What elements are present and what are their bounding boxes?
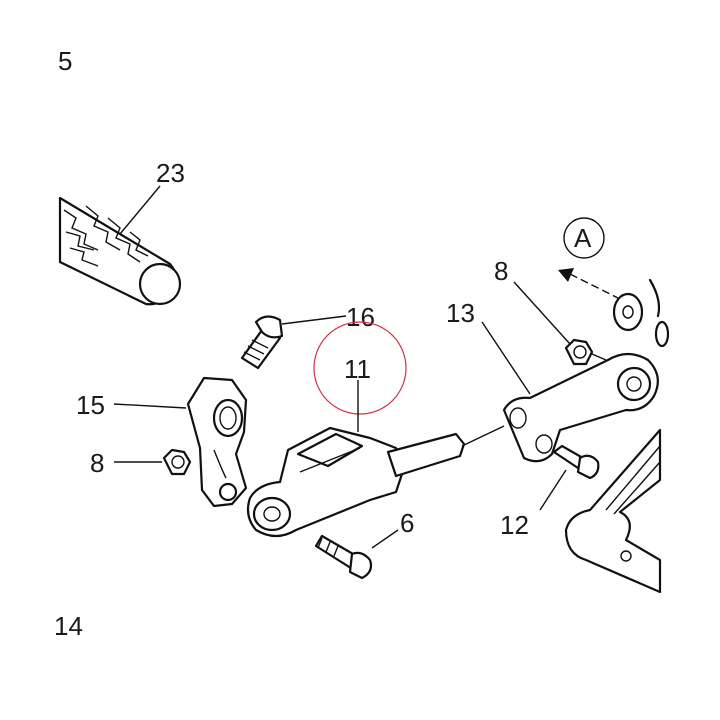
bolt-12	[552, 444, 600, 480]
callout-14: 14	[54, 611, 83, 641]
arrow-head-icon	[558, 268, 574, 282]
brake-lever-15	[186, 376, 248, 508]
highlight-circle	[313, 321, 407, 415]
callout-12: 12	[500, 510, 529, 540]
callout-23: 23	[156, 158, 185, 188]
bolt-6	[314, 534, 373, 580]
master-cylinder-11	[246, 426, 466, 538]
washer-right	[612, 278, 670, 348]
callout-a: A	[574, 223, 592, 253]
callout-a-circle	[563, 217, 605, 259]
footpeg-rubber	[58, 196, 182, 306]
nut-8-left	[162, 448, 192, 476]
linkage-arm-13	[502, 352, 659, 463]
callout-15: 15	[76, 390, 105, 420]
callout-6: 6	[400, 508, 414, 538]
bolt-16	[240, 315, 284, 370]
nut-8-right	[564, 338, 607, 366]
callout-5: 5	[58, 46, 72, 76]
callout-8-left: 8	[90, 448, 104, 478]
callout-11: 11	[344, 354, 371, 384]
frame-bracket	[564, 428, 662, 594]
callout-13: 13	[446, 298, 475, 328]
callout-8-right: 8	[494, 256, 508, 286]
callout-16: 16	[346, 302, 375, 332]
